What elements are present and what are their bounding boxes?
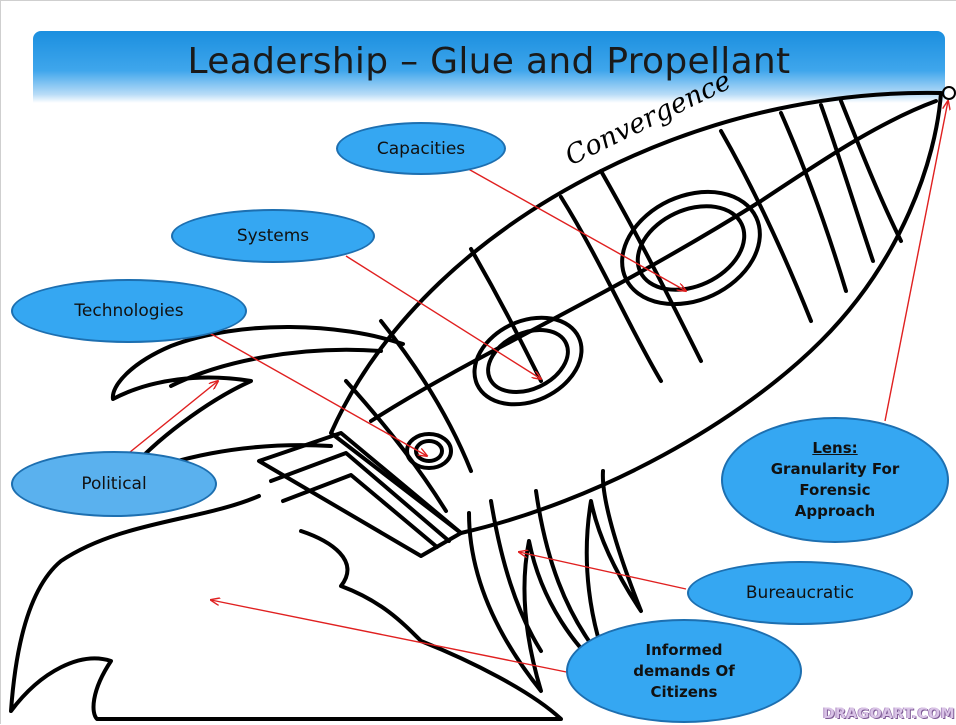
arrow-systems bbox=[345, 255, 541, 379]
arrow-political bbox=[118, 381, 218, 462]
arrow-capacities bbox=[462, 165, 686, 291]
bubble-lens-line3: Forensic bbox=[799, 481, 871, 499]
bubble-informed-line1: Informed bbox=[645, 640, 723, 659]
arrow-informed bbox=[211, 600, 602, 680]
arrow-bureaucratic bbox=[519, 552, 687, 590]
bubble-political-label: Political bbox=[81, 474, 147, 494]
bubble-systems: Systems bbox=[171, 209, 375, 263]
rocket-body bbox=[329, 90, 943, 535]
bubble-bureaucratic: Bureaucratic bbox=[687, 561, 913, 625]
bubble-informed: Informed demands Of Citizens bbox=[566, 619, 802, 723]
bubble-capacities-label: Capacities bbox=[376, 138, 466, 159]
rocket-flame bbox=[9, 494, 563, 721]
bubble-technologies-label: Technologies bbox=[74, 301, 184, 321]
porthole-medium bbox=[472, 315, 584, 407]
bubble-informed-line2: demands Of bbox=[633, 661, 735, 680]
title-bar bbox=[33, 31, 945, 103]
bubble-capacities: Capacities bbox=[336, 122, 506, 175]
slide-title: Leadership – Glue and Propellant bbox=[187, 41, 791, 82]
bubble-lens-line1: Lens: bbox=[812, 439, 858, 457]
watermark-logo: DRAGOART.COM bbox=[823, 706, 956, 722]
porthole-small bbox=[405, 432, 453, 470]
bubble-bureaucratic-label: Bureaucratic bbox=[745, 583, 855, 603]
porthole-large bbox=[620, 189, 762, 307]
arrow-lens bbox=[884, 101, 948, 422]
bubble-lens: Lens: Granularity For Forensic Approach bbox=[721, 417, 949, 543]
bubble-lens-line2: Granularity For bbox=[770, 460, 900, 478]
bubble-political: Political bbox=[11, 451, 217, 517]
bubble-lens-line4: Approach bbox=[794, 502, 876, 520]
bubble-informed-line3: Citizens bbox=[650, 682, 718, 701]
bubble-technologies: Technologies bbox=[11, 279, 247, 343]
arrow-technologies bbox=[205, 330, 427, 456]
bubble-systems-label: Systems bbox=[236, 226, 310, 246]
rocket-nozzle bbox=[257, 431, 463, 558]
